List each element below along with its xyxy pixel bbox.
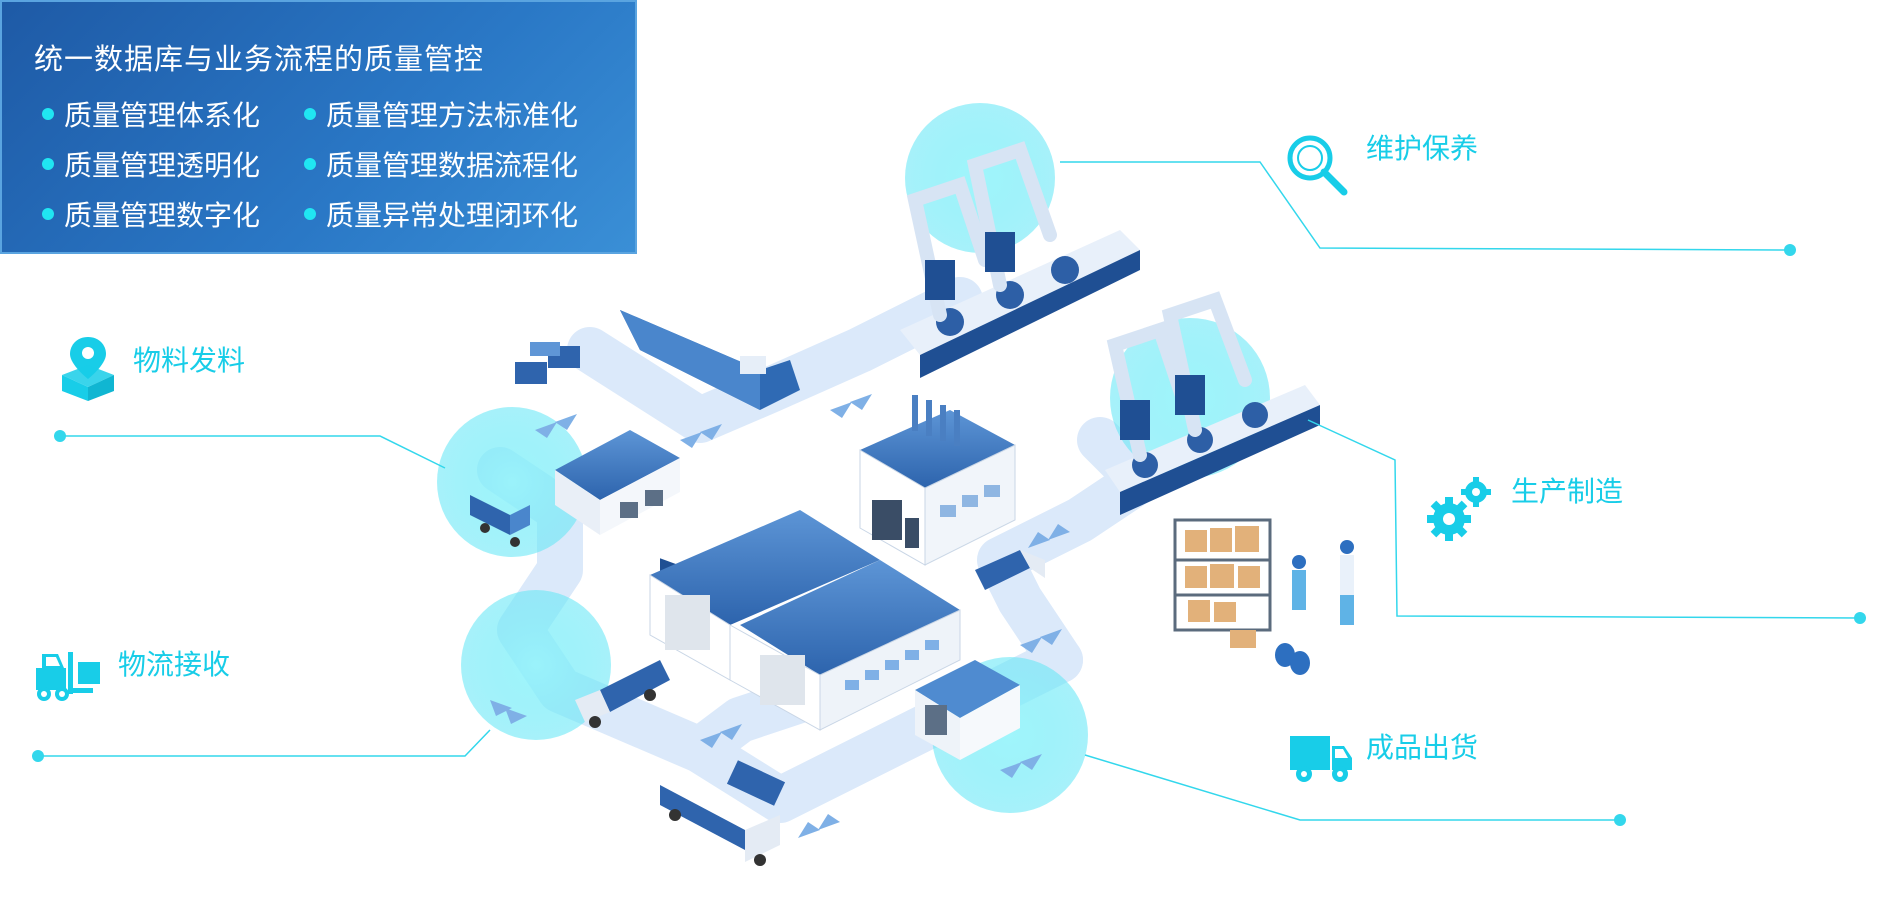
- crates-top-left: [515, 342, 580, 384]
- truck-left: [470, 495, 530, 547]
- bullet-item: 质量管理方法标准化: [304, 94, 604, 134]
- bullet-dot: [42, 108, 54, 120]
- bullet-text: 质量异常处理闭环化: [326, 199, 579, 232]
- leader-lines: [38, 161, 1861, 821]
- location-box-icon: [62, 337, 114, 401]
- quality-control-panel: 统一数据库与业务流程的质量管控 质量管理体系化 质量管理方法标准化 质量管理透明…: [0, 0, 637, 254]
- glow-circle-material: [437, 407, 587, 557]
- bullet-text: 质量管理数据流程化: [326, 149, 579, 182]
- bullet-text: 质量管理透明化: [64, 149, 261, 182]
- truck-bottom-left: [575, 660, 670, 728]
- bullet-item: 质量管理数字化: [42, 194, 304, 234]
- label-shipment: 成品出货: [1366, 731, 1479, 764]
- bullet-text: 质量管理数字化: [64, 199, 261, 232]
- bullet-text: 质量管理方法标准化: [326, 99, 579, 132]
- shipping-shed: [915, 660, 1020, 760]
- bullet-text: 质量管理体系化: [64, 99, 261, 132]
- factory-building: [859, 395, 1016, 566]
- small-warehouse: [555, 430, 680, 535]
- bullet-dot: [304, 208, 316, 220]
- bullet-dot: [304, 158, 316, 170]
- forklift-icon: [36, 652, 100, 701]
- bullet-list: 质量管理体系化 质量管理方法标准化 质量管理透明化 质量管理数据流程化 质量管理…: [42, 94, 604, 234]
- storage-shelves: [1173, 518, 1310, 675]
- leader-endpoints: [32, 244, 1866, 826]
- delivery-truck-icon: [1290, 736, 1352, 782]
- robotic-line-right: [1105, 291, 1320, 515]
- gears-icon: [1427, 477, 1491, 541]
- label-material-issue: 物料发料: [133, 344, 246, 377]
- workers: [1292, 540, 1354, 625]
- main-warehouse: [649, 510, 961, 731]
- glow-circle-logistics: [461, 590, 611, 740]
- bullet-dot: [304, 108, 316, 120]
- road-arrows: [490, 394, 1070, 838]
- robotic-line-top: [900, 141, 1140, 378]
- magnifier-icon: [1287, 135, 1348, 196]
- container-bottom: [726, 760, 786, 806]
- bullet-item: 质量管理透明化: [42, 144, 304, 184]
- bullet-item: 质量管理数据流程化: [304, 144, 604, 184]
- bullet-dot: [42, 158, 54, 170]
- truck-bottom: [660, 785, 780, 866]
- label-production: 生产制造: [1511, 475, 1624, 508]
- label-logistics-receipt: 物流接收: [118, 648, 231, 681]
- bullet-item: 质量异常处理闭环化: [304, 194, 604, 234]
- truck-middle: [975, 550, 1045, 590]
- bullet-dot: [42, 208, 54, 220]
- label-maintenance: 维护保养: [1366, 132, 1479, 165]
- bullet-item: 质量管理体系化: [42, 94, 304, 134]
- panel-title: 统一数据库与业务流程的质量管控: [34, 42, 485, 76]
